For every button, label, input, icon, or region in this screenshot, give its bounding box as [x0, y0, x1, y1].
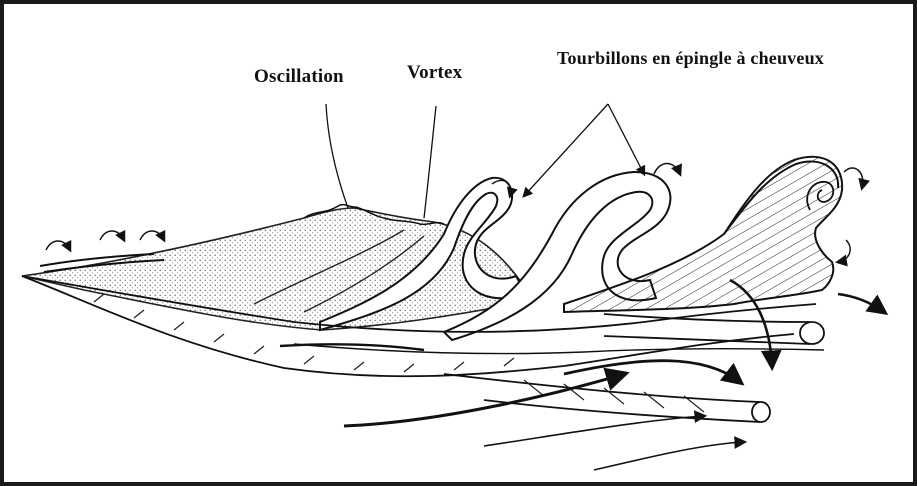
hairpin-vortices-label: Tourbillons en épingle à cheuveux: [557, 48, 824, 69]
rotation-arrow-7: [838, 240, 850, 262]
hairpin-leader-2: [608, 104, 644, 174]
rotation-arrow-5: [844, 168, 863, 188]
streamline-4: [594, 442, 744, 470]
hairpin-leader-1: [524, 104, 608, 196]
streamtube-upper-end: [800, 322, 824, 344]
oscillation-label: Oscillation: [254, 66, 344, 88]
streamtube-upper: [604, 314, 810, 344]
exit-arrow: [838, 294, 884, 312]
oscillation-leader: [326, 104, 348, 208]
vortex-label: Vortex: [407, 62, 462, 84]
rotation-arrow-2: [100, 231, 124, 240]
rotation-arrow-1: [46, 241, 70, 250]
streamline-2: [564, 361, 740, 382]
streamline-3: [484, 416, 704, 446]
streamtube-lower-end: [752, 402, 770, 422]
rotation-arrow-4: [654, 164, 680, 175]
vortex-leader: [424, 106, 436, 218]
rotation-arrow-3: [140, 231, 164, 240]
